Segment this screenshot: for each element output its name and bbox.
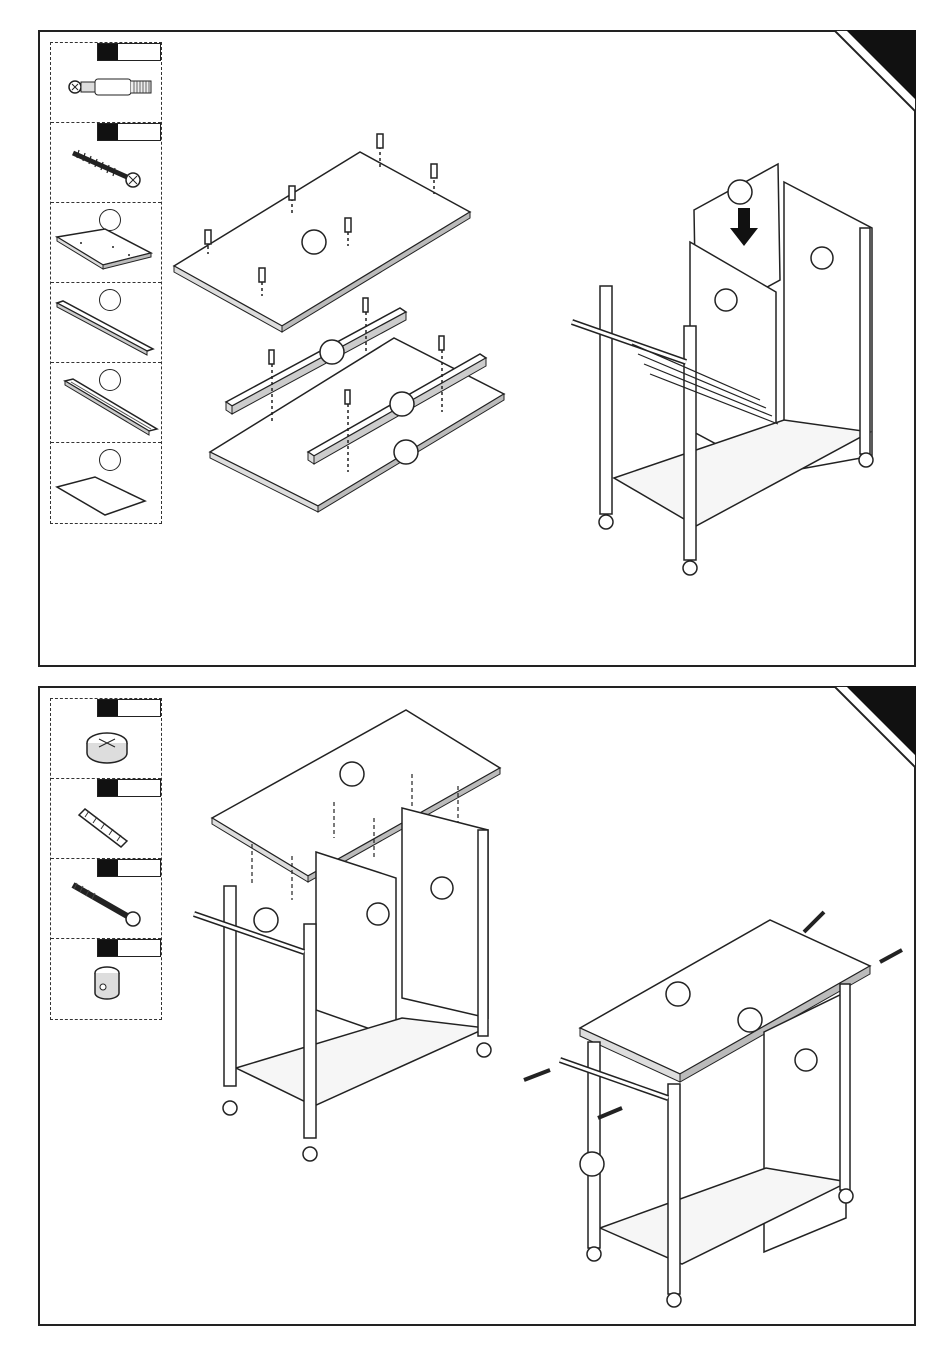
bolt-fastening-illustration bbox=[40, 688, 918, 1328]
assembly-step-panel-2 bbox=[38, 686, 916, 1326]
cart-back-panel-insertion-illustration bbox=[40, 32, 918, 669]
assembly-step-panel-1 bbox=[38, 30, 916, 667]
